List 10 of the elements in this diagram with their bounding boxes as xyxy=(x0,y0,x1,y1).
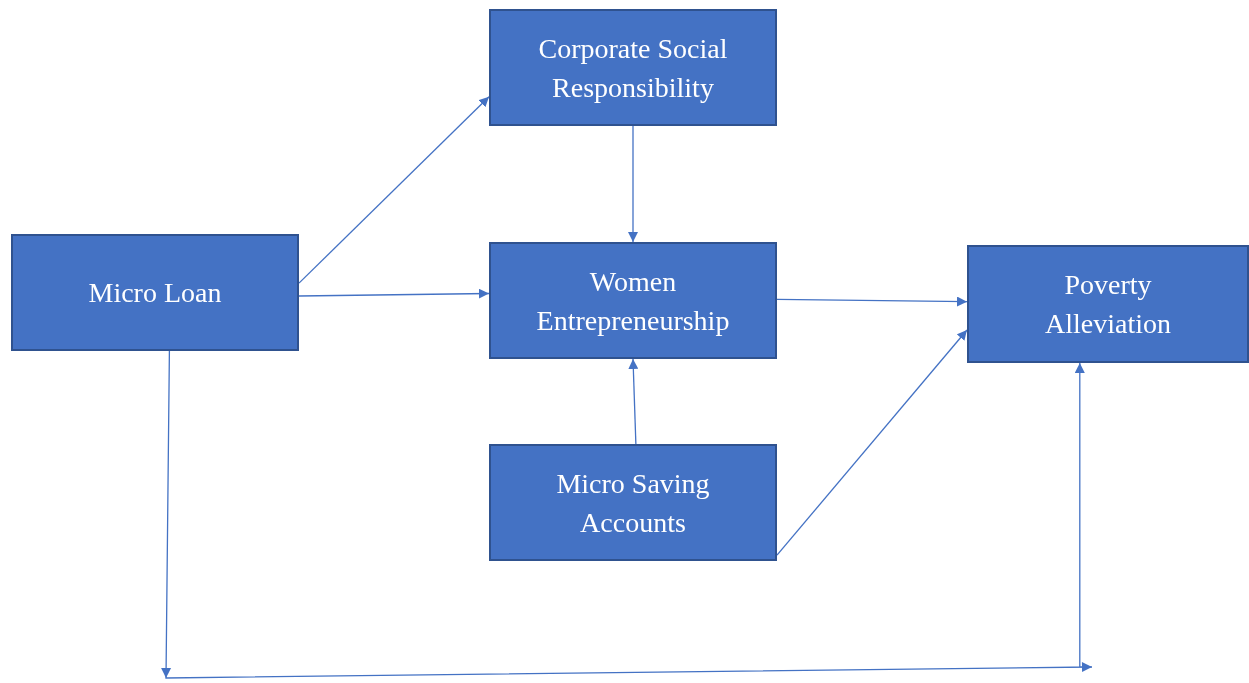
box-label: Micro Saving Accounts xyxy=(555,466,711,540)
box-label: Micro Loan xyxy=(88,276,222,310)
process-box xyxy=(489,242,777,359)
box-label: Corporate Social Responsibility xyxy=(537,31,729,105)
box-label: Women Entrepreneurship xyxy=(535,264,731,338)
process-box xyxy=(489,9,777,126)
process-box xyxy=(489,444,777,561)
box-label: Poverty Alleviation xyxy=(1044,268,1172,341)
process-box xyxy=(967,245,1249,363)
process-box xyxy=(11,234,299,351)
